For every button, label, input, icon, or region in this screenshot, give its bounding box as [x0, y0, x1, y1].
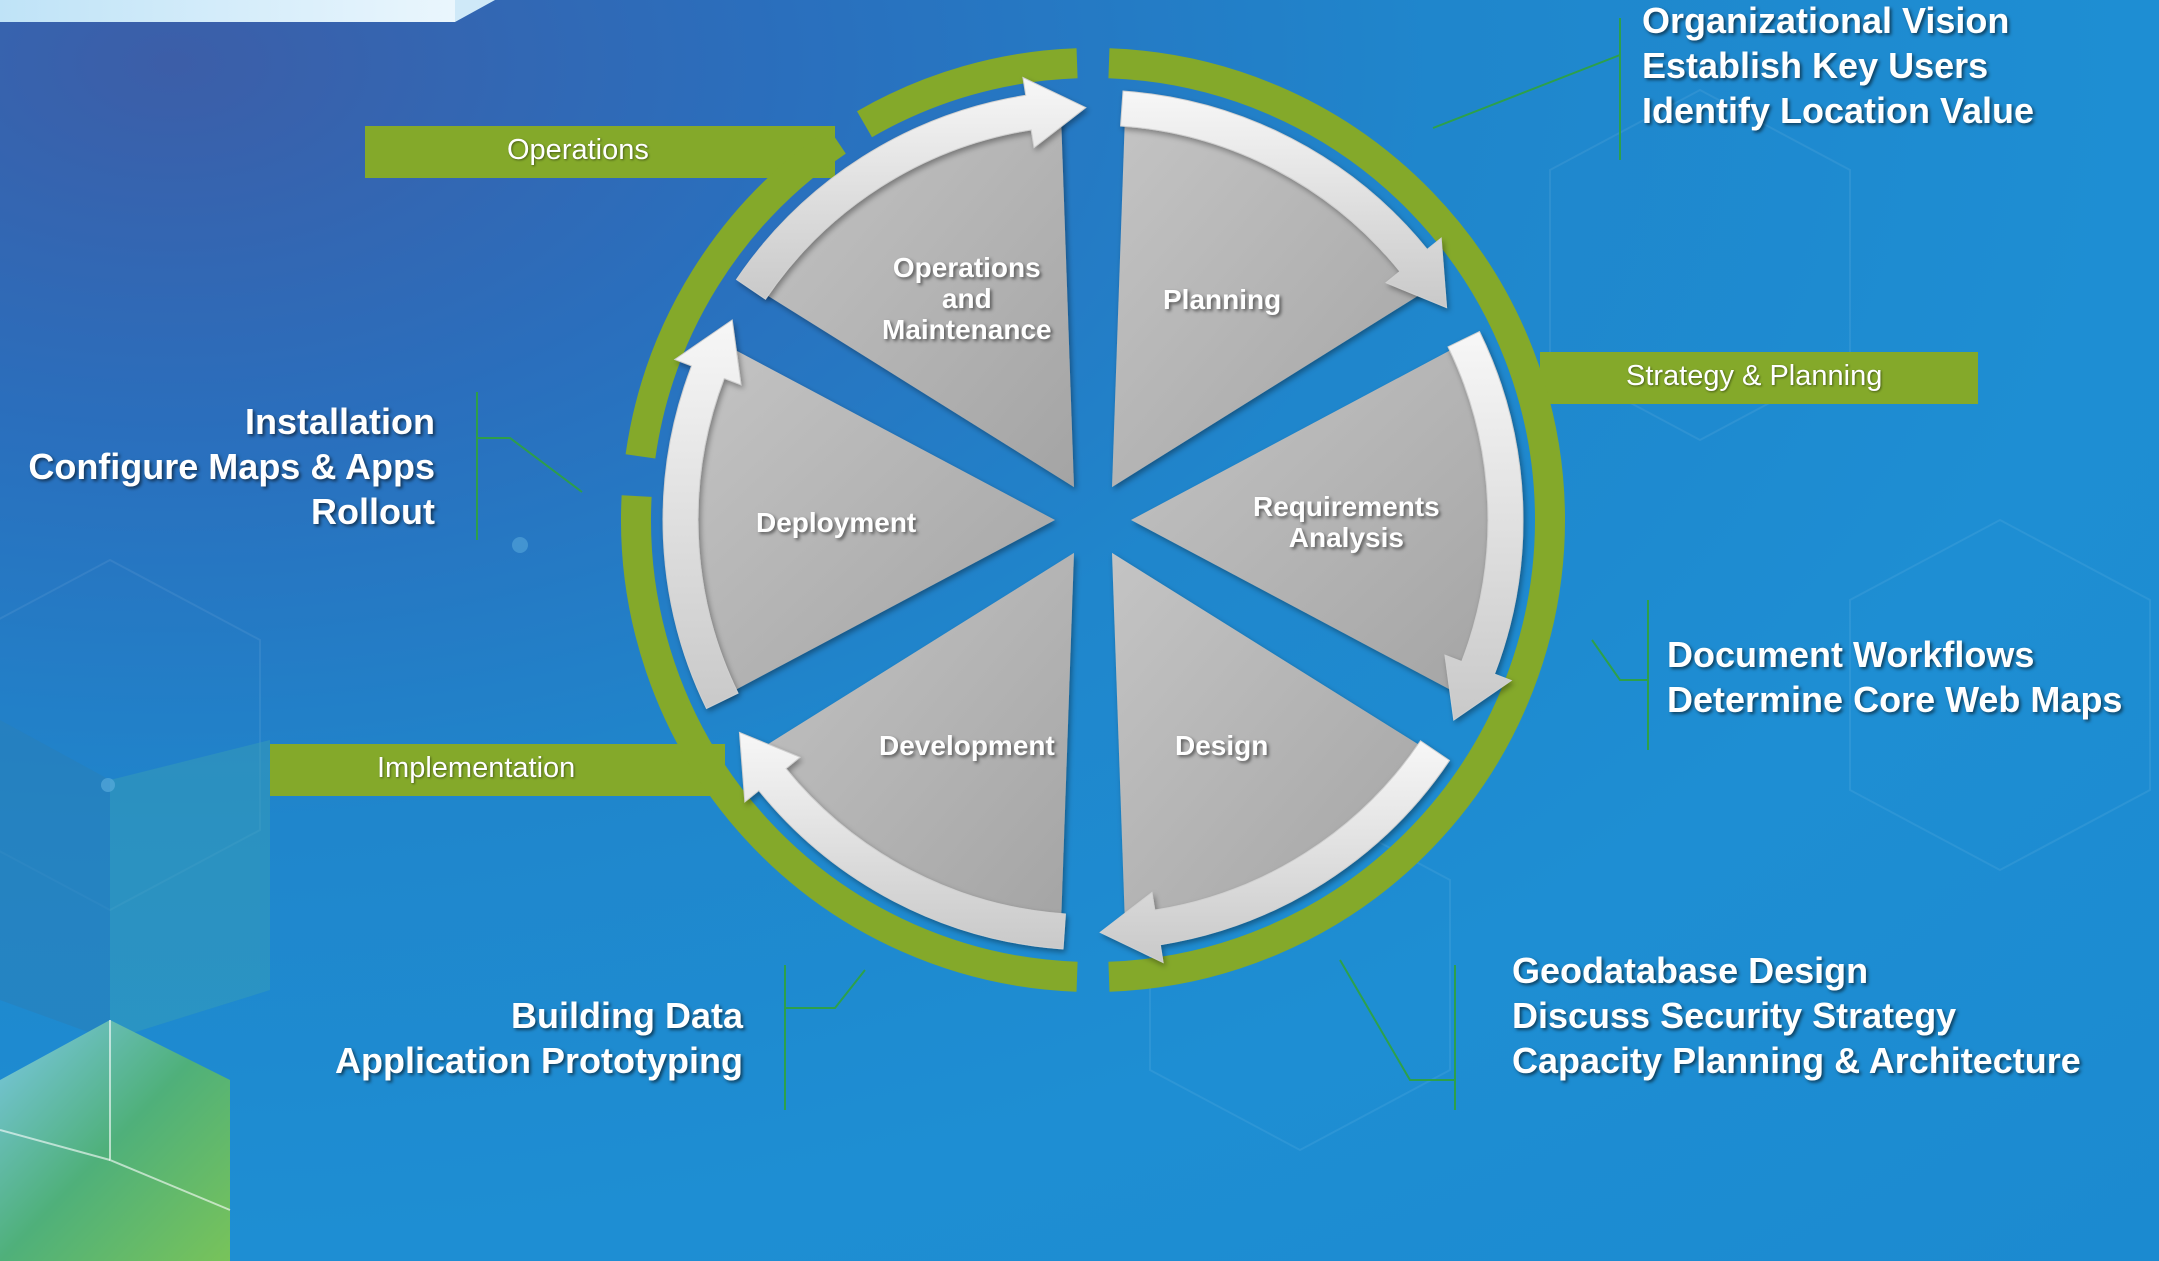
wedge-deployment	[682, 343, 1055, 697]
segment-label-planning: Planning	[1163, 284, 1282, 315]
note-line: Capacity Planning & Architecture	[1512, 1040, 2081, 1081]
operations-banner	[365, 126, 835, 178]
segment-label-operations-maintenance: Operations and Maintenance	[882, 252, 1052, 345]
ring-arc	[1108, 48, 1565, 992]
title-tab-decoration	[0, 0, 455, 22]
note-line: Identify Location Value	[1642, 90, 2035, 131]
segment-label-line: and	[941, 283, 992, 314]
segment-label-line: Maintenance	[882, 314, 1052, 345]
outer-ring	[621, 48, 1565, 992]
decorative-dot	[101, 778, 115, 792]
segment-label-line: Operations	[892, 252, 1041, 283]
segment-label-line: Requirements	[1253, 491, 1440, 522]
segment-label-requirements-analysis: Requirements Analysis	[1253, 491, 1440, 553]
background-panels	[0, 720, 270, 1040]
notes-deployment: Installation Configure Maps & Apps Rollo…	[28, 399, 435, 534]
note-line: Installation	[244, 401, 435, 442]
implementation-banner	[270, 744, 725, 796]
phase-label-operations: Operations	[507, 134, 649, 166]
note-line: Document Workflows	[1667, 634, 2035, 675]
cycle-arrow	[662, 319, 742, 710]
note-line: Organizational Vision	[1642, 0, 2010, 41]
phase-label-strategy-planning: Strategy & Planning	[1626, 360, 1883, 392]
cycle-arrow	[735, 76, 1087, 300]
note-line: Application Prototyping	[335, 1040, 743, 1081]
note-line: Establish Key Users	[1642, 45, 1989, 86]
segment-label-deployment: Deployment	[756, 507, 917, 538]
title-tab-edge-decoration	[455, 0, 495, 22]
cycle-arrow	[1444, 330, 1524, 721]
cycle-arrow	[1120, 90, 1448, 309]
ring-arc	[621, 495, 1078, 992]
segment-label-line: Analysis	[1288, 522, 1404, 553]
map-cube-image	[0, 1020, 231, 1261]
segment-label-design: Design	[1175, 730, 1269, 761]
wedge-requirements-analysis	[1131, 343, 1504, 697]
connector-lines	[476, 18, 1649, 1110]
phase-label-implementation: Implementation	[377, 752, 576, 784]
ring-arc	[625, 128, 846, 459]
note-line: Discuss Security Strategy	[1512, 995, 1957, 1036]
note-line: Rollout	[311, 491, 435, 532]
note-line: Configure Maps & Apps	[28, 446, 435, 487]
note-line: Building Data	[511, 995, 743, 1036]
phase-banners	[270, 126, 1978, 796]
note-line: Determine Core Web Maps	[1667, 679, 2123, 720]
strategy-banner	[1540, 352, 1978, 404]
cycle-arrow	[738, 731, 1066, 950]
notes-design: Geodatabase Design Discuss Security Stra…	[1512, 948, 2081, 1083]
cycle-arrows	[662, 76, 1524, 964]
cycle-arrow	[1099, 740, 1451, 964]
ring-arc	[857, 48, 1078, 138]
decorative-dot	[512, 537, 528, 553]
note-line: Geodatabase Design	[1512, 950, 1869, 991]
notes-requirements: Document Workflows Determine Core Web Ma…	[1667, 632, 2122, 722]
segment-label-development: Development	[879, 730, 1055, 761]
notes-development: Building Data Application Prototyping	[335, 993, 743, 1083]
notes-planning: Organizational Vision Establish Key User…	[1642, 0, 2034, 133]
